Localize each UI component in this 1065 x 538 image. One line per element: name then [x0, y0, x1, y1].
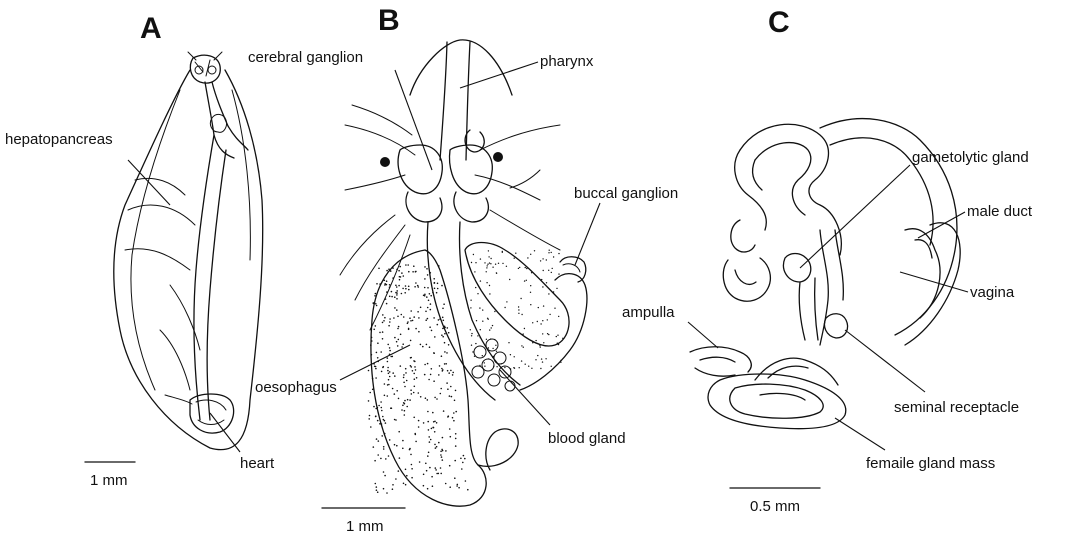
panel-b-letter: B: [378, 4, 400, 37]
label-oesophagus: oesophagus: [255, 379, 337, 396]
label-femaile-gland-mass: femaile gland mass: [866, 455, 995, 472]
label-vagina: vagina: [970, 284, 1015, 301]
panel-c-letter: C: [768, 6, 790, 39]
label-male-duct: male duct: [967, 203, 1033, 220]
label-cerebral-ganglion: cerebral ganglion: [248, 49, 363, 66]
label-buccal-ganglion: buccal ganglion: [574, 185, 678, 202]
blood-gland-cluster: [472, 339, 515, 391]
panel-a-body-drawing: [114, 52, 263, 450]
panel-a: A: [5, 12, 275, 489]
panel-b: B: [248, 4, 678, 535]
scale-bar-a-label: 1 mm: [90, 472, 128, 489]
scale-bar-b-label: 1 mm: [346, 518, 384, 535]
label-heart: heart: [240, 455, 275, 472]
label-gametolytic-gland: gametolytic gland: [912, 149, 1029, 166]
label-ampulla: ampulla: [622, 304, 675, 321]
panel-c: C: [622, 6, 1033, 515]
label-hepatopancreas: hepatopancreas: [5, 131, 113, 148]
label-pharynx: pharynx: [540, 53, 594, 70]
panel-a-letter: A: [140, 12, 162, 45]
scale-bar-c-label: 0.5 mm: [750, 498, 800, 515]
label-blood-gland: blood gland: [548, 430, 626, 447]
stipple-texture: [368, 250, 564, 494]
label-seminal-receptacle: seminal receptacle: [894, 399, 1019, 416]
